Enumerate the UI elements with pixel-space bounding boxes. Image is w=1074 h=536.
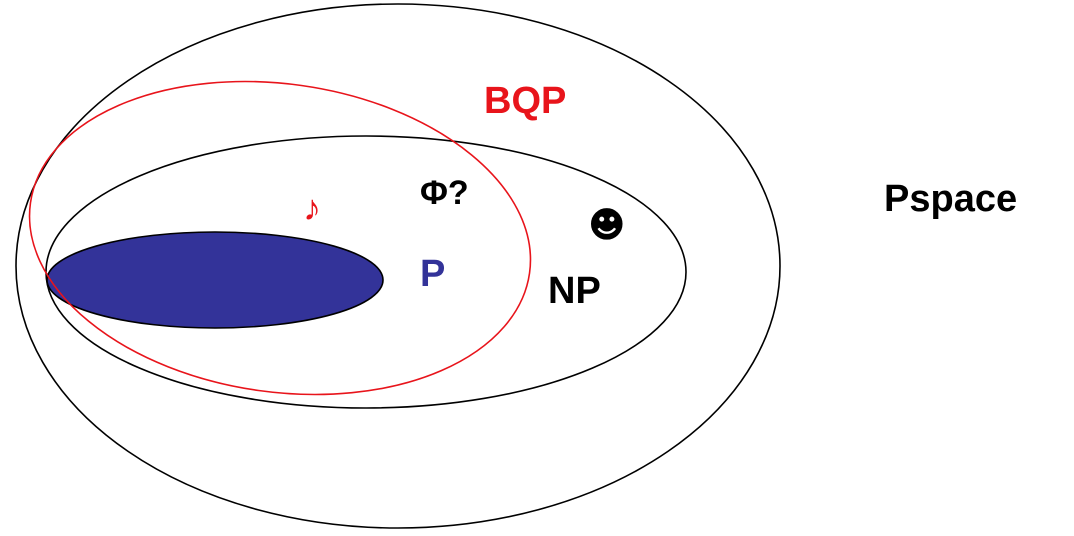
pspace-label: Pspace bbox=[884, 178, 1018, 220]
np-label: NP bbox=[548, 270, 601, 312]
p-region bbox=[46, 231, 384, 329]
bqp-label: BQP bbox=[484, 80, 567, 122]
phi-question-label: Φ? bbox=[420, 174, 469, 212]
p-label: P bbox=[420, 253, 446, 295]
bqp-region bbox=[28, 80, 532, 396]
pspace-region bbox=[15, 3, 781, 529]
smiley-face-icon: ☻ bbox=[588, 205, 626, 246]
eighth-note-icon: ♪ bbox=[303, 187, 321, 228]
